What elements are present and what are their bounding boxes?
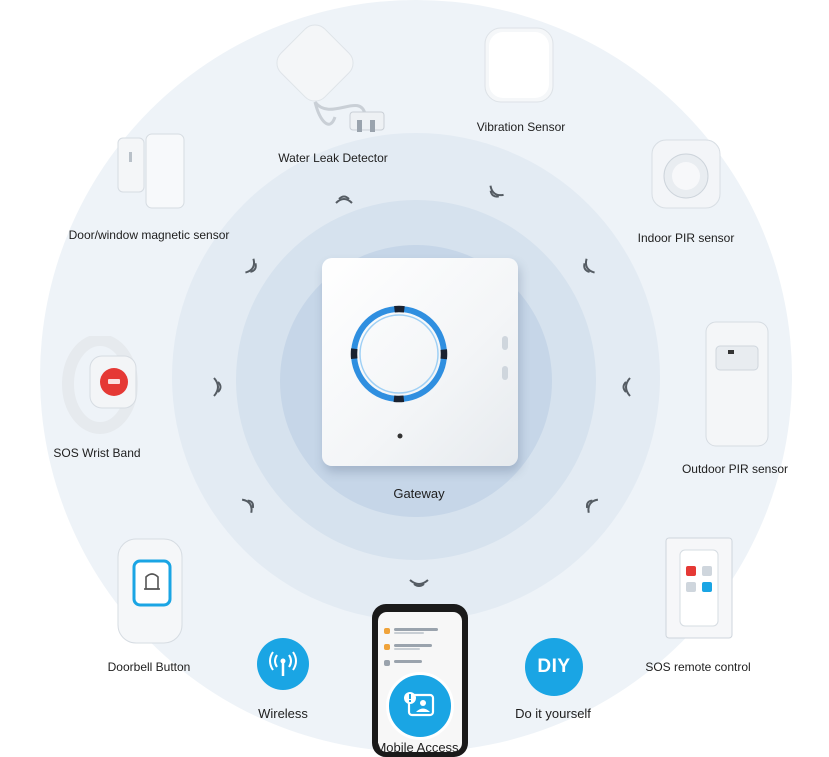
signal-wave-icon — [213, 377, 222, 397]
signal-wave-icon — [245, 258, 257, 274]
diy-label: Do it yourself — [515, 706, 591, 721]
antenna-icon — [269, 651, 297, 676]
signal-wave-icon — [583, 258, 595, 274]
doorbell-label: Doorbell Button — [107, 660, 191, 674]
sos-wrist-band-image — [62, 336, 138, 434]
signal-wave-icon — [241, 498, 255, 513]
gateway-label: Gateway — [393, 486, 445, 501]
mobile-access-feature-circle — [386, 672, 454, 740]
diy-feature-circle: DIY — [525, 638, 583, 696]
signal-wave-icon — [489, 185, 504, 198]
diy-badge-text: DIY — [537, 656, 571, 677]
signal-wave-icon — [409, 579, 429, 587]
signal-wave-icon — [622, 377, 631, 397]
gateway-ring-light — [350, 305, 508, 439]
wireless-label: Wireless — [258, 706, 308, 721]
door-window-sensor-label: Door/window magnetic sensor — [68, 228, 230, 242]
water-leak-detector-image — [276, 24, 385, 132]
signal-wave-icon — [335, 195, 353, 204]
outdoor-pir-label: Outdoor PIR sensor — [681, 462, 789, 476]
mobile-access-label: Mobile Access — [375, 740, 459, 755]
indoor-pir-sensor-image — [651, 139, 721, 209]
door-window-sensor-image — [117, 133, 185, 209]
signal-wave-icon — [585, 498, 599, 513]
sos-remote-control-image — [665, 537, 733, 639]
indoor-pir-label: Indoor PIR sensor — [637, 231, 735, 245]
sos-remote-label: SOS remote control — [645, 660, 751, 674]
doorbell-button-image — [117, 538, 183, 644]
vibration-sensor-label: Vibration Sensor — [476, 120, 566, 134]
vibration-sensor-image — [484, 27, 554, 103]
wireless-feature-circle — [257, 638, 309, 690]
sos-wrist-band-label: SOS Wrist Band — [53, 446, 141, 460]
outdoor-pir-sensor-image — [705, 321, 769, 447]
phone-alert-icon — [404, 692, 435, 717]
water-leak-label: Water Leak Detector — [278, 151, 388, 165]
